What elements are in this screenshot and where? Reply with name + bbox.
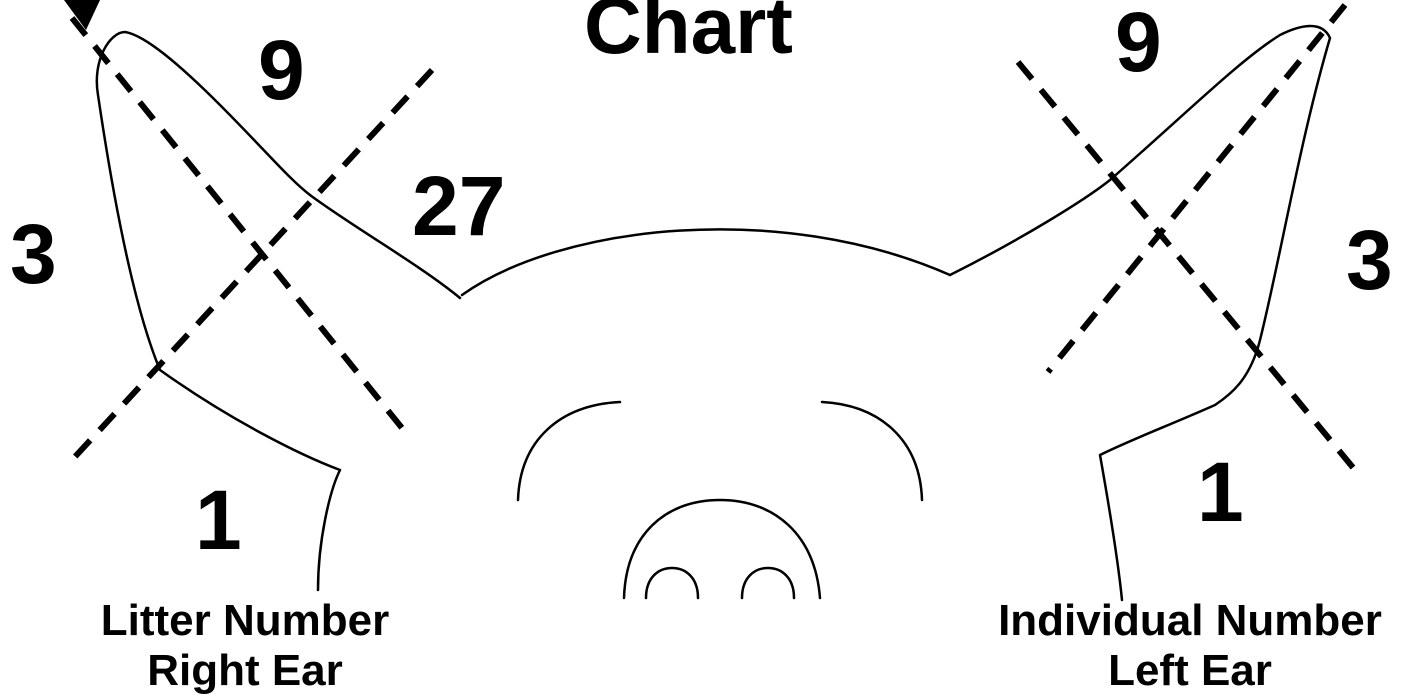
right-ear-top-value: 9 — [258, 28, 305, 112]
nostril-right — [742, 568, 794, 598]
left-ear-cut-line-a — [1018, 62, 1355, 470]
nostril-left — [646, 568, 698, 598]
left-ear-side-value: 3 — [1346, 218, 1393, 302]
chart-title: Chart — [584, 0, 793, 66]
right-ear-caption: Litter Number Right Ear — [40, 596, 450, 696]
left-ear-bottom-value: 1 — [1197, 450, 1244, 534]
left-ear-outline — [950, 26, 1330, 600]
eye-brow-left — [518, 402, 620, 500]
left-ear-caption: Individual Number Left Ear — [960, 596, 1420, 696]
right-ear-cut-line-b — [72, 70, 432, 460]
left-ear-caption-line1: Individual Number — [960, 596, 1420, 646]
right-ear-caption-line1: Litter Number — [40, 596, 450, 646]
head-outline — [462, 229, 950, 295]
left-ear-cut-line-b — [1048, 5, 1345, 372]
arrow-head-icon — [64, 0, 100, 30]
right-ear-bottom-value: 1 — [195, 478, 242, 562]
right-ear-side-value: 3 — [10, 212, 57, 296]
right-ear-inner-value: 27 — [412, 164, 505, 248]
left-ear-top-value: 9 — [1115, 0, 1162, 84]
right-ear-caption-line2: Right Ear — [40, 646, 450, 696]
eye-brow-right — [822, 402, 922, 500]
left-ear-caption-line2: Left Ear — [960, 646, 1420, 696]
